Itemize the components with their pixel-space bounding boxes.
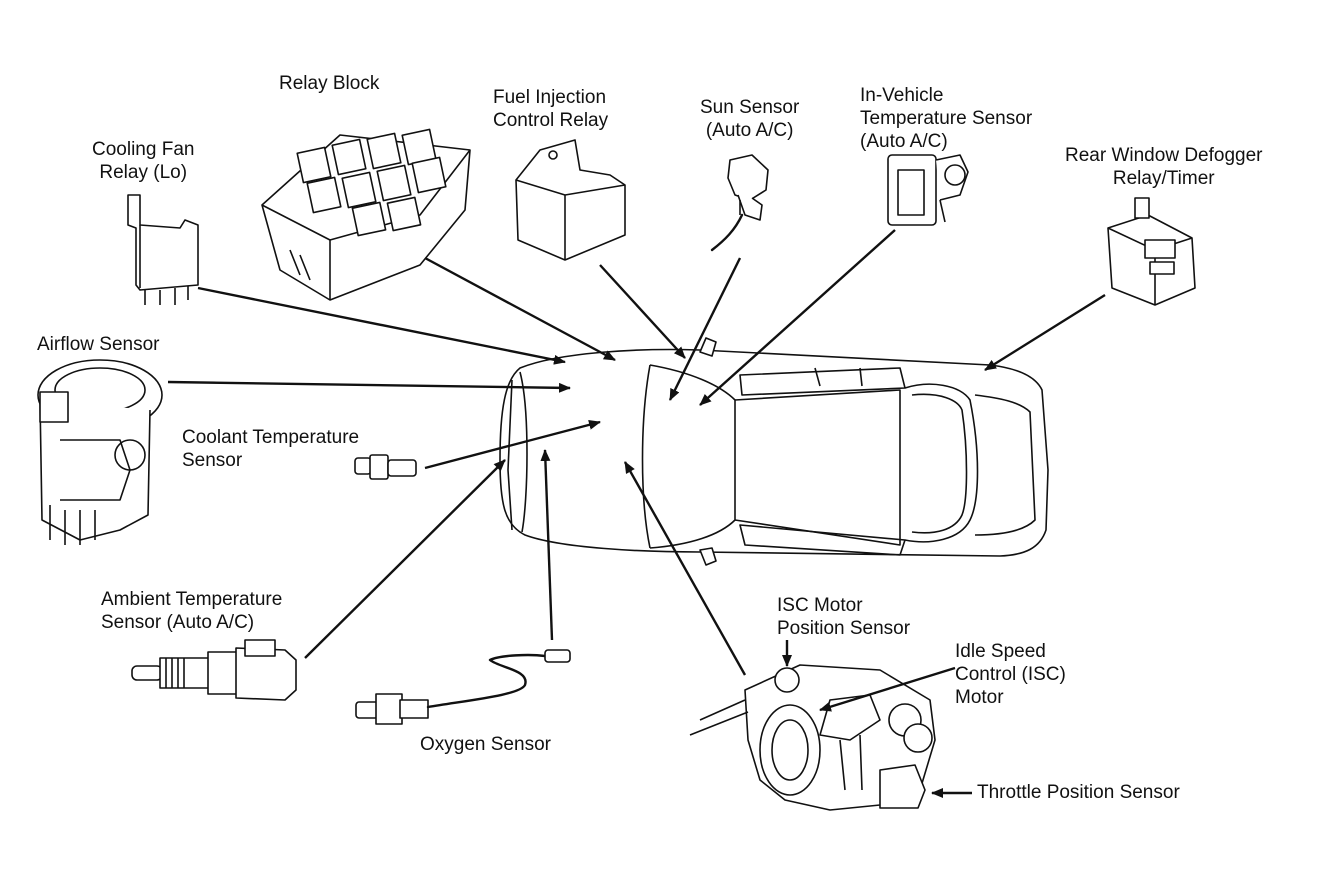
label-coolant-temp-sensor: Coolant Temperature Sensor — [182, 427, 360, 471]
label-oxygen-sensor: Oxygen Sensor — [420, 734, 551, 755]
arrow-ambient-temp-sensor — [304, 459, 506, 659]
arrow-oxygen-sensor — [540, 449, 554, 641]
arrow-cooling-fan-relay — [197, 286, 566, 365]
relay-block-icon — [261, 128, 471, 301]
ambient-temp-sensor-icon — [131, 639, 297, 701]
arrow-fuel-injection-relay — [599, 264, 686, 359]
arrow-throttle-body — [623, 461, 747, 676]
label-isc-motor-position-sensor: ISC Motor Position Sensor — [777, 595, 911, 639]
label-cooling-fan-relay: Cooling Fan Relay (Lo) — [92, 139, 195, 183]
arrow-in-vehicle-temp-sensor — [699, 229, 896, 406]
label-airflow-sensor: Airflow Sensor — [37, 334, 160, 355]
arrow-isc-motor — [819, 666, 956, 712]
label-ambient-temp-sensor: Ambient Temperature Sensor (Auto A/C) — [101, 589, 283, 633]
label-fuel-injection-control-relay: Fuel Injection Control Relay — [493, 87, 609, 131]
car-body-icon — [499, 337, 1049, 566]
oxygen-sensor-icon — [355, 649, 571, 725]
airflow-sensor-icon — [37, 359, 163, 545]
label-relay-block: Relay Block — [279, 73, 380, 94]
leader-arrows — [167, 229, 1106, 798]
arrow-rear-defogger — [984, 293, 1106, 372]
cooling-fan-relay-icon — [127, 194, 199, 305]
label-rear-window-defogger: Rear Window Defogger Relay/Timer — [1065, 145, 1263, 189]
fuel-injection-relay-icon — [515, 139, 626, 261]
sun-sensor-icon — [710, 154, 769, 252]
in-vehicle-temp-sensor-icon — [887, 154, 969, 226]
arrow-airflow-sensor — [167, 380, 571, 393]
arrow-relay-block — [424, 256, 616, 362]
label-in-vehicle-temp-sensor: In-Vehicle Temperature Sensor (Auto A/C) — [860, 85, 1033, 152]
arrow-coolant-temp-sensor — [424, 419, 601, 470]
label-sun-sensor: Sun Sensor (Auto A/C) — [700, 97, 800, 141]
label-throttle-position-sensor: Throttle Position Sensor — [977, 782, 1180, 803]
throttle-body-icon — [689, 664, 936, 811]
rear-defogger-relay-icon — [1107, 197, 1196, 306]
arrow-sun-sensor — [668, 257, 742, 401]
coolant-temp-sensor-icon — [354, 454, 417, 480]
label-idle-speed-control-motor: Idle Speed Control (ISC) Motor — [955, 641, 1066, 708]
